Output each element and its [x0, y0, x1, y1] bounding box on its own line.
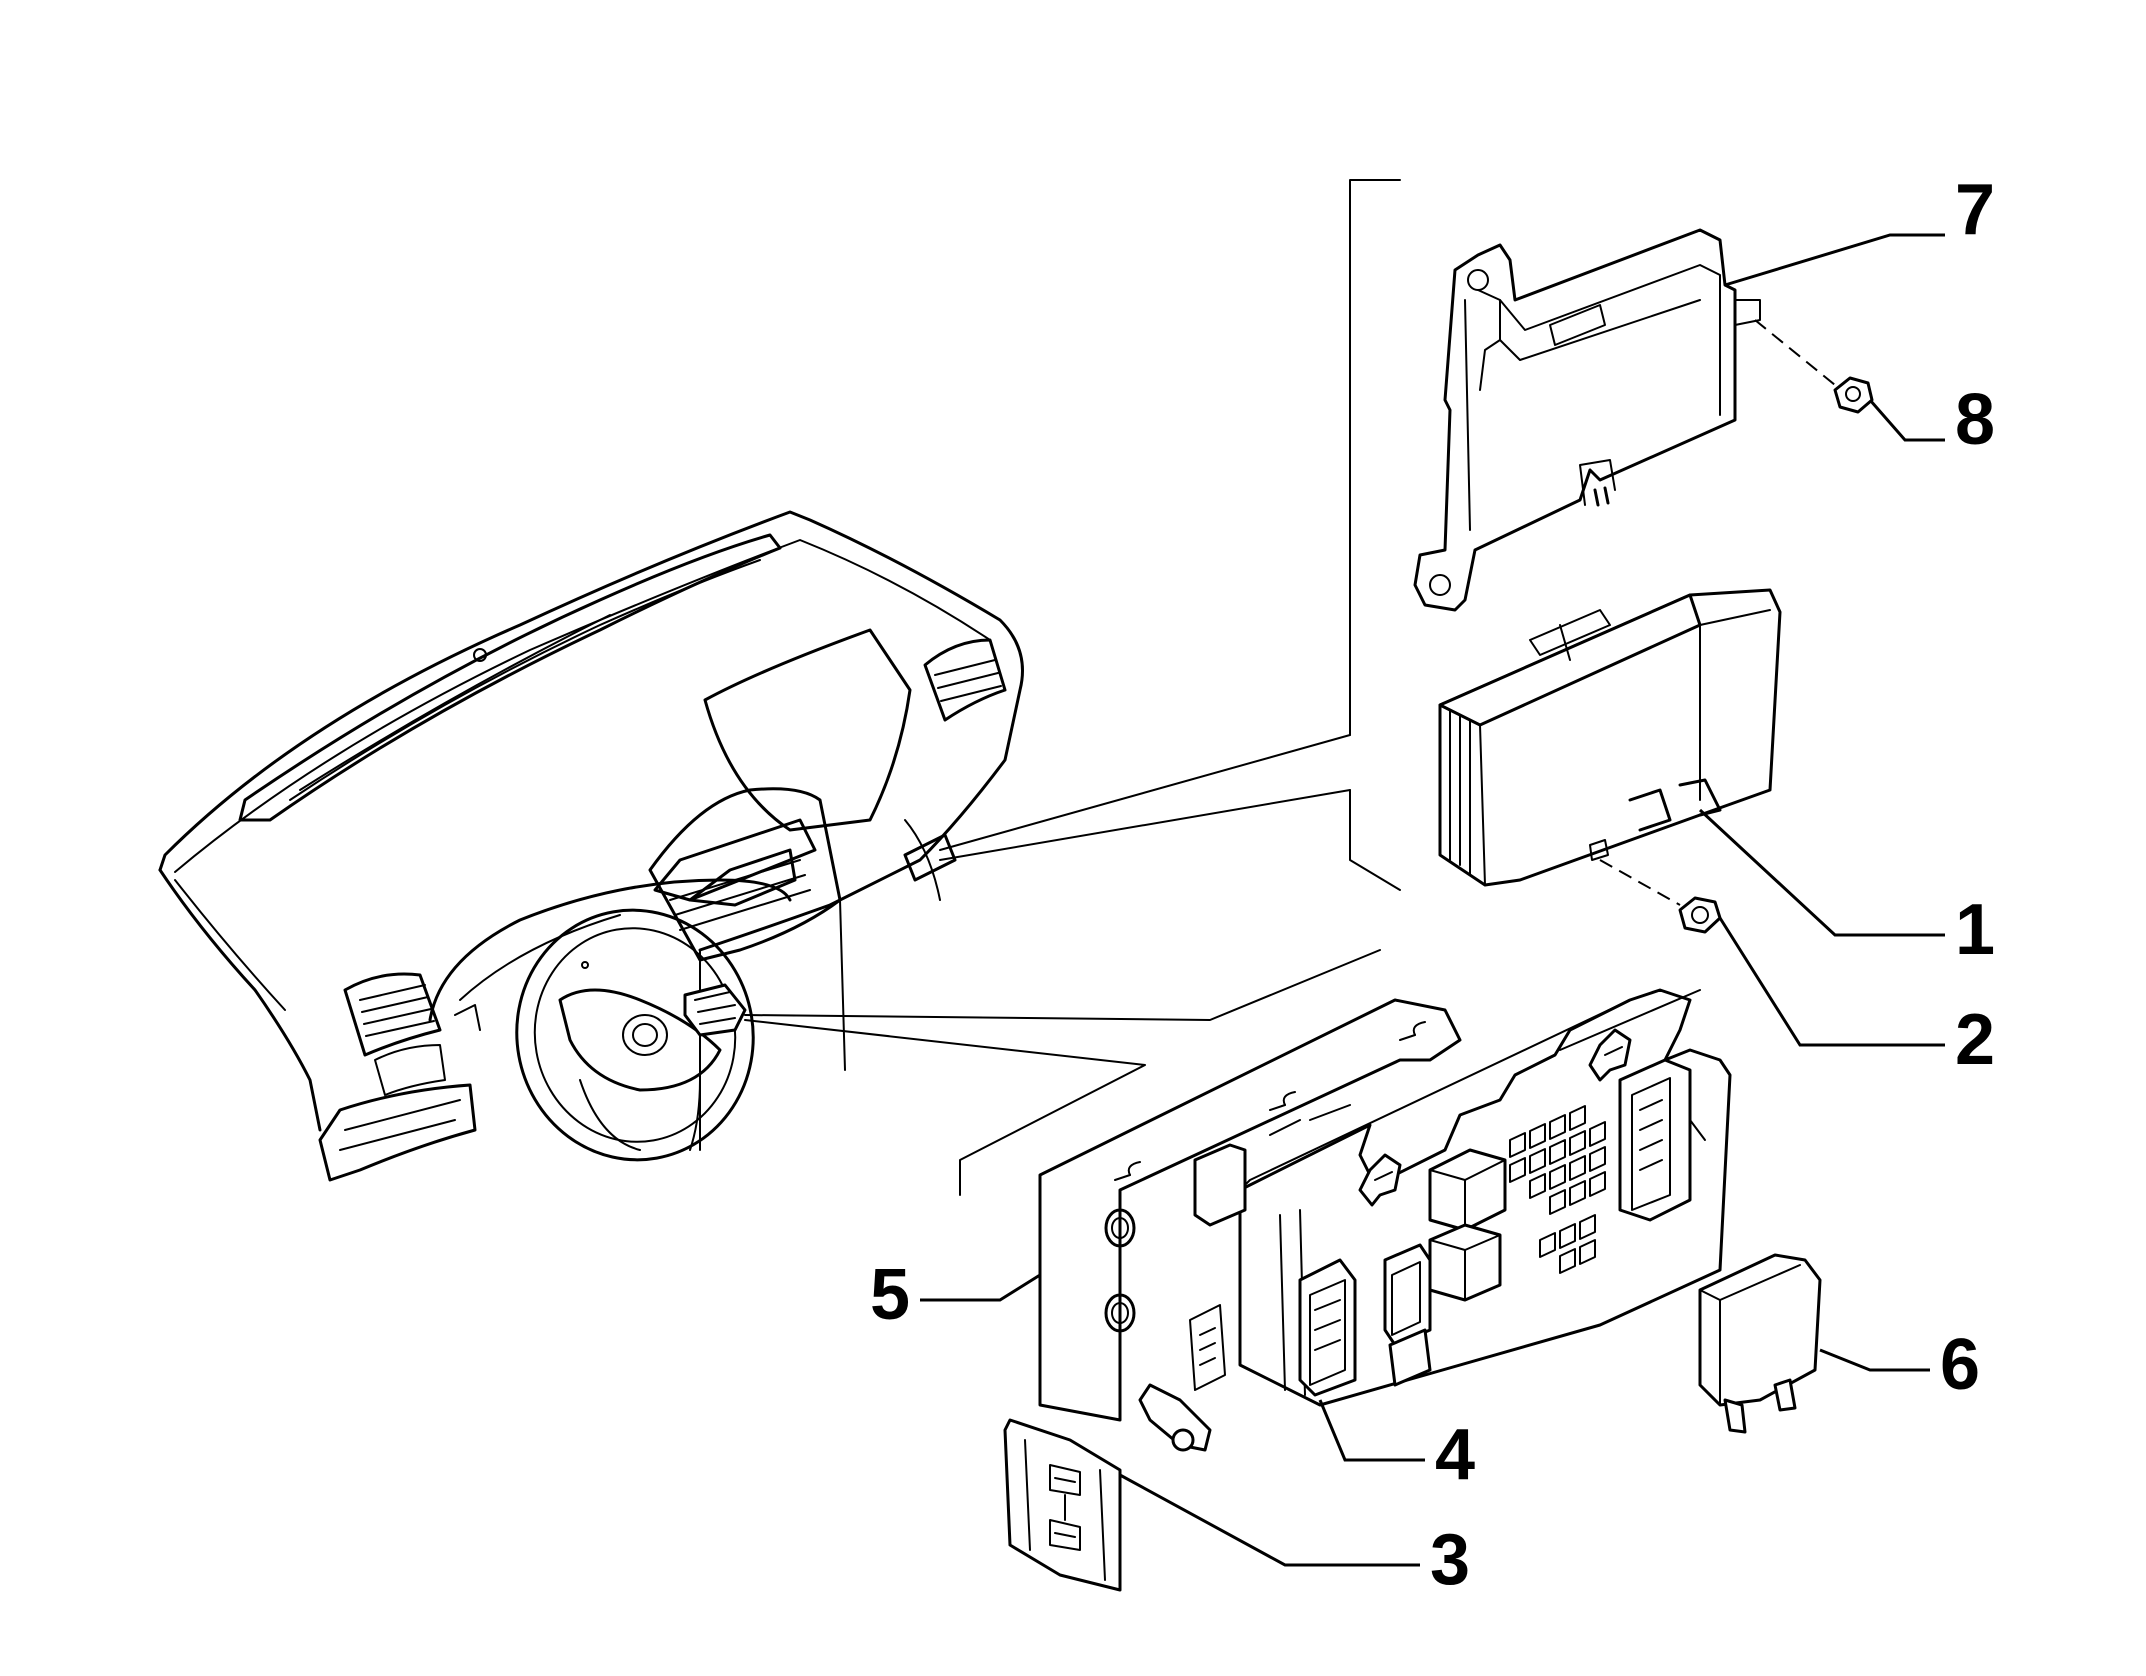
nut-upper-part-8	[1754, 319, 1874, 414]
callout-5: 5	[870, 1255, 910, 1335]
control-module-part-1	[1438, 588, 1782, 887]
callout-1: 1	[1955, 890, 1995, 970]
fuse-box-cover-part-5	[1038, 998, 1462, 1452]
bracket-part-7	[1413, 228, 1761, 612]
fuse-relay-box-part-4	[1193, 988, 1732, 1407]
relay-part-6	[1698, 1253, 1822, 1434]
callout-3: 3	[1430, 1520, 1470, 1600]
callout-7: 7	[1955, 170, 1995, 250]
callout-8: 8	[1955, 380, 1995, 460]
callout-2: 2	[1955, 1000, 1995, 1080]
mounting-clip-part-3	[1003, 1418, 1122, 1592]
location-lines	[744, 179, 1401, 1196]
callout-4: 4	[1435, 1415, 1475, 1495]
nut-lower-part-2	[1599, 859, 1722, 934]
dashboard-illustration	[158, 510, 1024, 1182]
callout-6: 6	[1940, 1325, 1980, 1405]
callout-leaders	[920, 233, 1945, 1567]
callout-labels: 1 2 3 4 5 6 7 8	[870, 170, 1995, 1600]
